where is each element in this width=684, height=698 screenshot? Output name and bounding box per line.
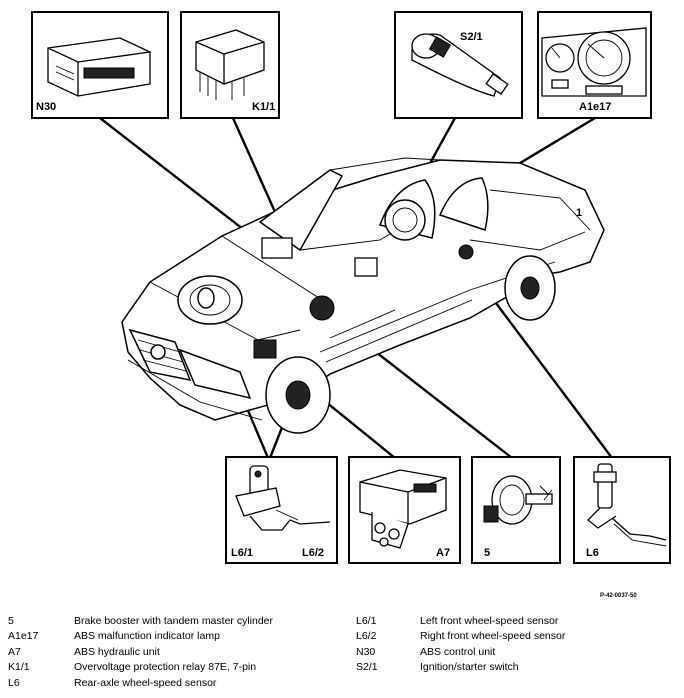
callout-l6: L6 — [573, 456, 671, 564]
brake-booster-icon — [483, 475, 553, 525]
instrument-cluster-icon — [541, 27, 647, 97]
callout-label-l61: L6/1 — [231, 547, 253, 559]
legend-code: A1e17 — [8, 630, 39, 643]
callout-label-l6: L6 — [586, 547, 599, 559]
legend-left: 5 Brake booster with tandem master cylin… — [8, 614, 273, 691]
abs-control-unit-icon — [47, 37, 151, 97]
legend-row: L6/2 Right front wheel-speed sensor — [356, 629, 565, 644]
car-part-number: 1 — [576, 207, 582, 219]
callout-n30: N30 — [31, 11, 169, 119]
overvoltage-relay-icon — [195, 29, 265, 100]
callout-label-a7: A7 — [436, 547, 450, 559]
legend-description: Brake booster with tandem master cylinde… — [74, 615, 274, 627]
front-wheel-speed-sensor-icon — [235, 465, 331, 531]
legend-row: 5 Brake booster with tandem master cylin… — [8, 614, 273, 629]
legend-description: ABS hydraulic unit — [74, 645, 160, 658]
legend-description: Ignition/starter switch — [420, 661, 519, 674]
legend-code: A7 — [8, 645, 21, 658]
legend-row: L6 Rear-axle wheel-speed sensor — [8, 676, 273, 691]
front-left-wheel — [197, 287, 215, 309]
callout-five: 5 — [471, 456, 561, 564]
legend-row: A1e17 ABS malfunction indicator lamp — [8, 629, 273, 644]
legend-code: N30 — [356, 645, 376, 658]
callout-front-sensors: L6/1 L6/2 — [225, 456, 338, 564]
callout-label-s21: S2/1 — [460, 31, 483, 43]
callout-a1e17: A1e17 — [537, 11, 652, 119]
callout-a7: A7 — [348, 456, 461, 564]
legend-code: S2/1 — [356, 661, 378, 674]
emblem — [150, 344, 166, 360]
abs-hydraulic-unit-icon — [359, 469, 447, 549]
legend-row: K1/1 Overvoltage protection relay 87E, 7… — [8, 660, 273, 675]
legend-description: Right front wheel-speed sensor — [420, 630, 566, 643]
legend-code: L6/2 — [356, 630, 377, 643]
callout-k11: K1/1 — [180, 11, 280, 119]
headlight — [178, 348, 252, 400]
callout-label-five: 5 — [484, 547, 490, 559]
legend-row: L6/1 Left front wheel-speed sensor — [356, 614, 565, 629]
legend-row: N30 ABS control unit — [356, 645, 565, 660]
callout-label-a1e17: A1e17 — [579, 101, 611, 113]
legend-code: 5 — [8, 615, 14, 627]
callout-s21: S2/1 — [394, 11, 523, 119]
rear-axle-sensor-icon — [587, 463, 667, 547]
brake-booster-location — [309, 295, 335, 321]
callout-label-k11: K1/1 — [252, 101, 275, 113]
legend-description: ABS malfunction indicator lamp — [74, 630, 220, 643]
legend-description: Rear-axle wheel-speed sensor — [74, 676, 217, 689]
legend-description: Overvoltage protection relay 87E, 7-pin — [74, 661, 257, 674]
callout-label-n30: N30 — [36, 101, 56, 113]
abs-component-diagram: 1 N30 K1/1 S2/1 — [31, 11, 671, 564]
callout-label-l62: L6/2 — [302, 547, 324, 559]
legend-description: Left front wheel-speed sensor — [420, 615, 559, 627]
legend-code: L6/1 — [356, 615, 377, 627]
legend-right: L6/1 Left front wheel-speed sensor L6/2 … — [356, 614, 565, 676]
legend-code: K1/1 — [8, 661, 30, 674]
car-illustration: 1 — [121, 157, 605, 434]
ignition-switch-icon — [411, 33, 509, 97]
legend-code: L6 — [8, 676, 20, 689]
figure-reference: P-42-0037-50 — [600, 593, 637, 599]
hydraulic-unit-location — [253, 339, 277, 359]
legend-row: S2/1 Ignition/starter switch — [356, 660, 565, 675]
legend-row: A7 ABS hydraulic unit — [8, 645, 273, 660]
legend-description: ABS control unit — [420, 645, 496, 658]
